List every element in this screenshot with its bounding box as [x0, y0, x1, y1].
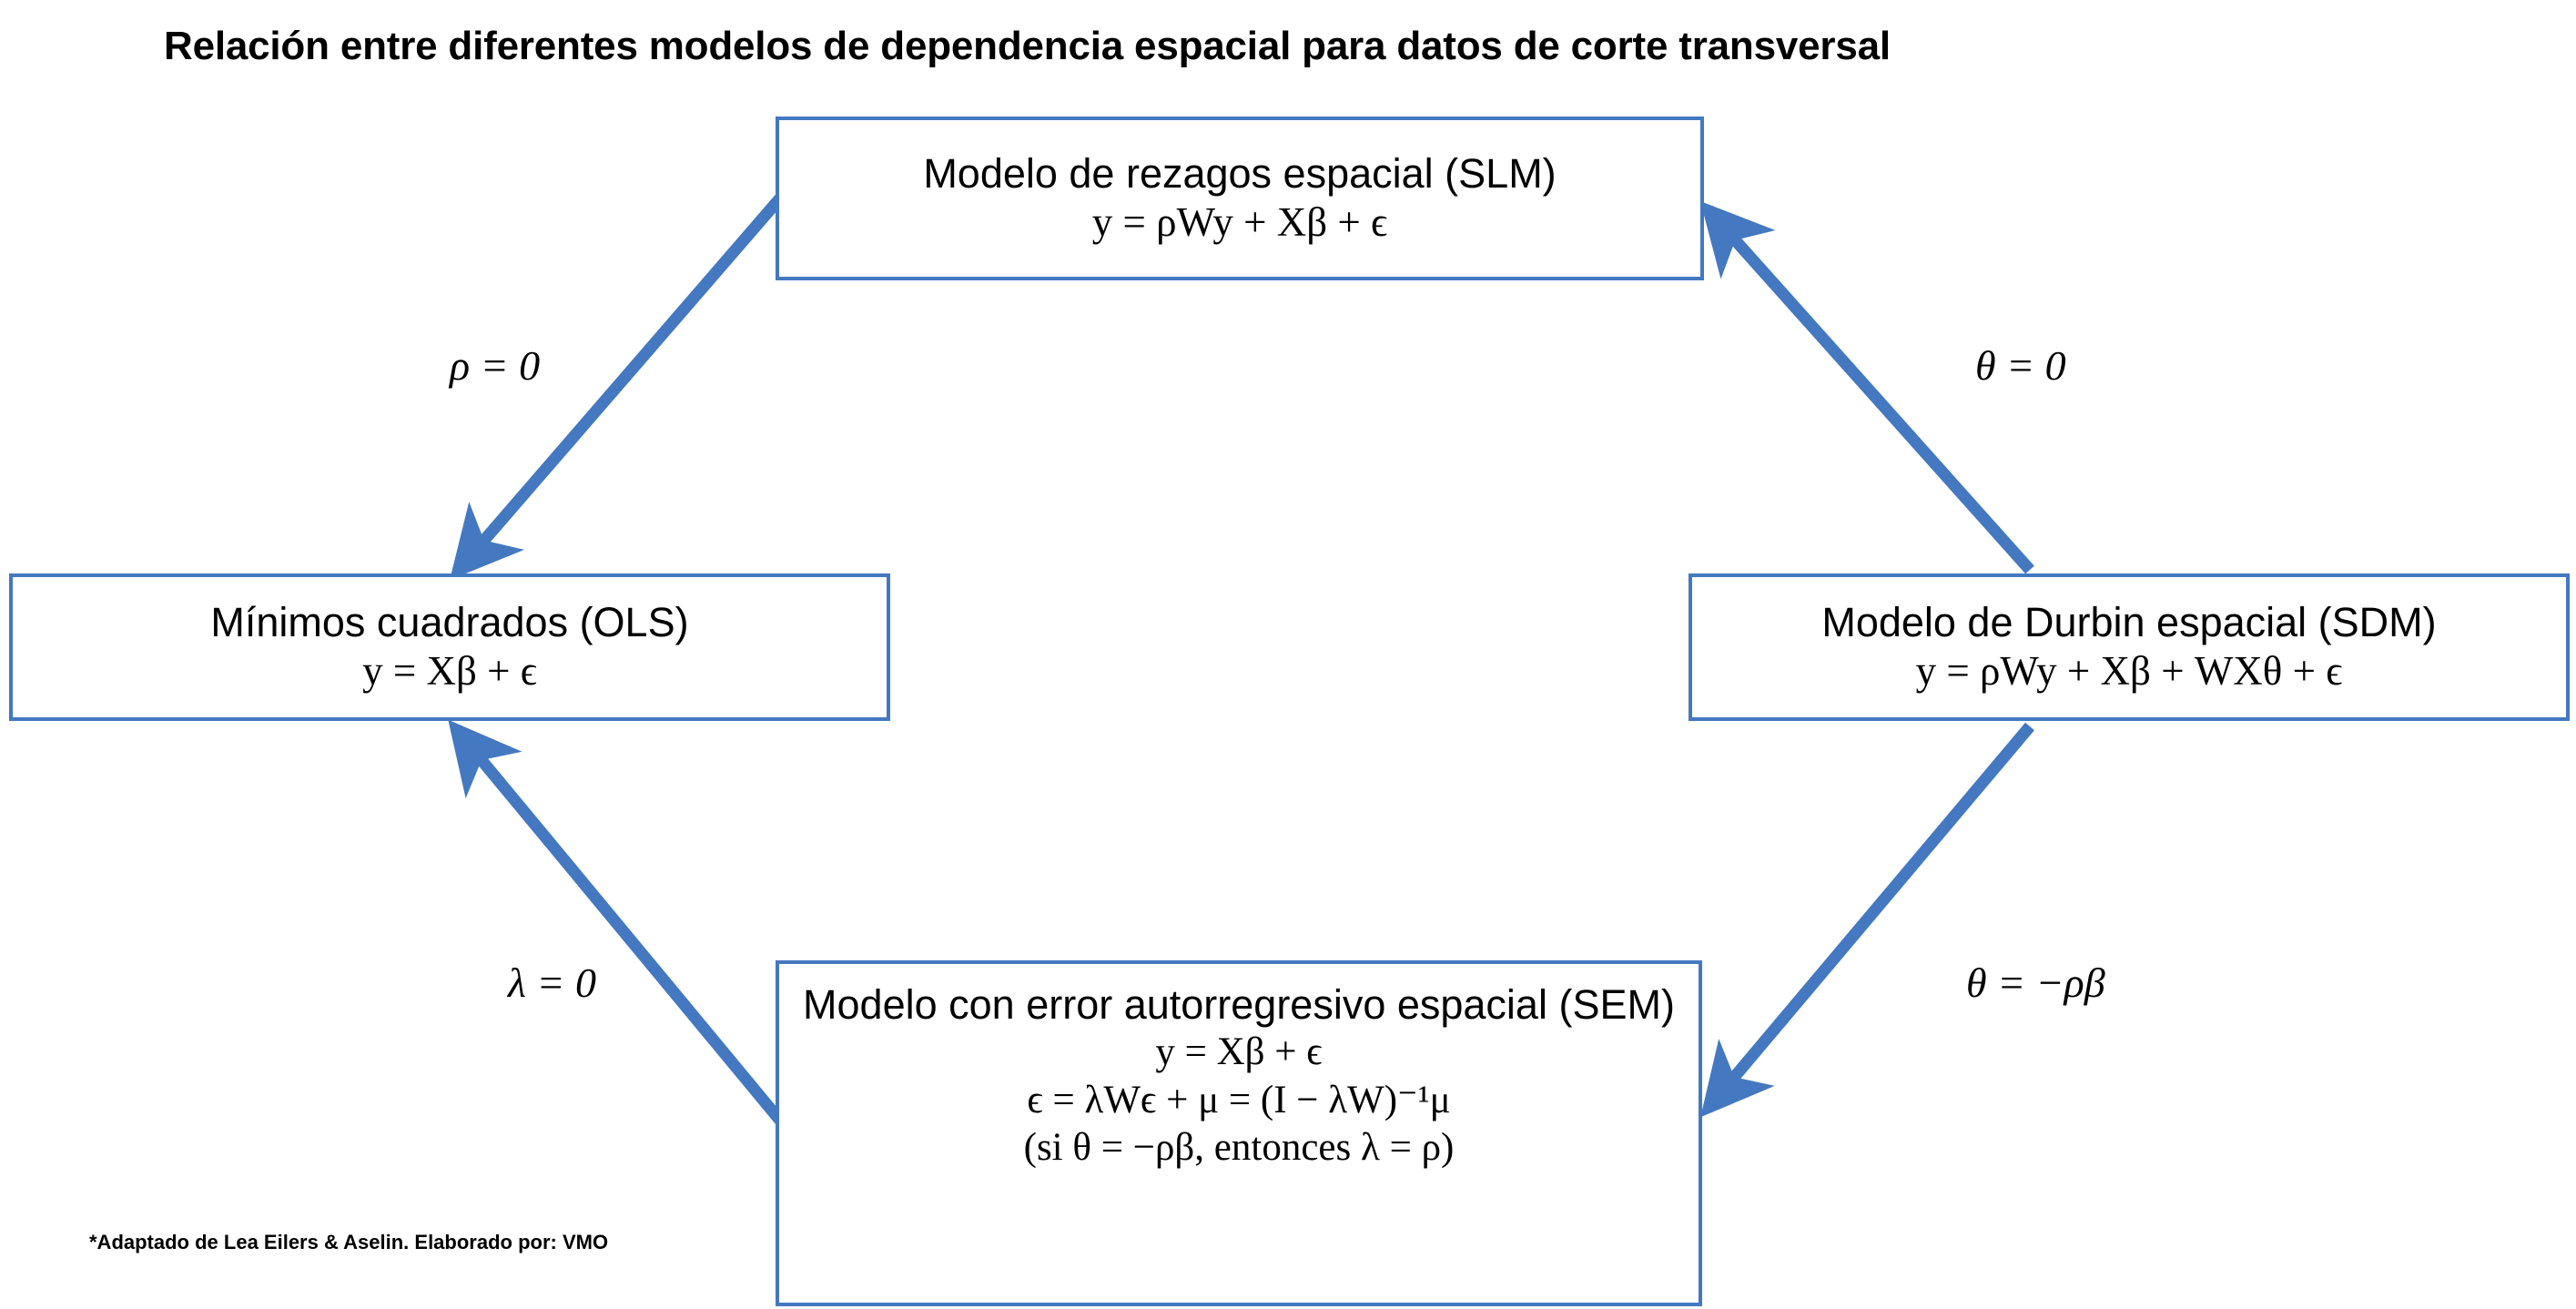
node-sdm-equation-1: y = ρWy + Xβ + WXθ + ϵ: [1915, 648, 2343, 695]
node-sem-title: Modelo con error autorregresivo espacial…: [803, 981, 1675, 1028]
edge-label-sdm-to-sem: θ = −ρβ: [1966, 959, 2105, 1006]
arrow-sem-to-ols: [448, 719, 786, 1126]
node-sem[interactable]: Modelo con error autorregresivo espacial…: [776, 960, 1702, 1306]
node-ols[interactable]: Mínimos cuadrados (OLS) y = Xβ + ϵ: [9, 573, 890, 721]
edge-label-sdm-to-slm: θ = 0: [1975, 342, 2066, 389]
arrow-sdm-to-slm: [1699, 200, 2034, 574]
node-slm-equation-1: y = ρWy + Xβ + ϵ: [1091, 199, 1388, 246]
footnote: *Adaptado de Lea Eilers & Aselin. Elabor…: [89, 1231, 609, 1253]
arrow-slm-to-ols: [450, 188, 789, 581]
node-ols-equation-1: y = Xβ + ϵ: [362, 648, 537, 695]
node-slm-title: Modelo de rezagos espacial (SLM): [923, 150, 1557, 197]
node-sem-equation-1: y = Xβ + ϵ: [1155, 1030, 1323, 1074]
edge-label-sem-to-ols: λ = 0: [508, 959, 596, 1006]
node-slm[interactable]: Modelo de rezagos espacial (SLM) y = ρWy…: [776, 117, 1704, 280]
node-sdm[interactable]: Modelo de Durbin espacial (SDM) y = ρWy …: [1689, 573, 2570, 721]
node-sdm-title: Modelo de Durbin espacial (SDM): [1821, 599, 2437, 645]
node-ols-title: Mínimos cuadrados (OLS): [210, 599, 689, 645]
node-sem-equation-3: (si θ = −ρβ, entonces λ = ρ): [1023, 1126, 1455, 1169]
node-sem-equation-2: ϵ = λWϵ + μ = (I − λW)⁻¹μ: [1027, 1078, 1451, 1121]
arrow-sdm-to-sem: [1700, 722, 2034, 1118]
page-title: Relación entre diferentes modelos de dep…: [164, 24, 1891, 68]
edge-label-slm-to-ols: ρ = 0: [450, 342, 541, 389]
